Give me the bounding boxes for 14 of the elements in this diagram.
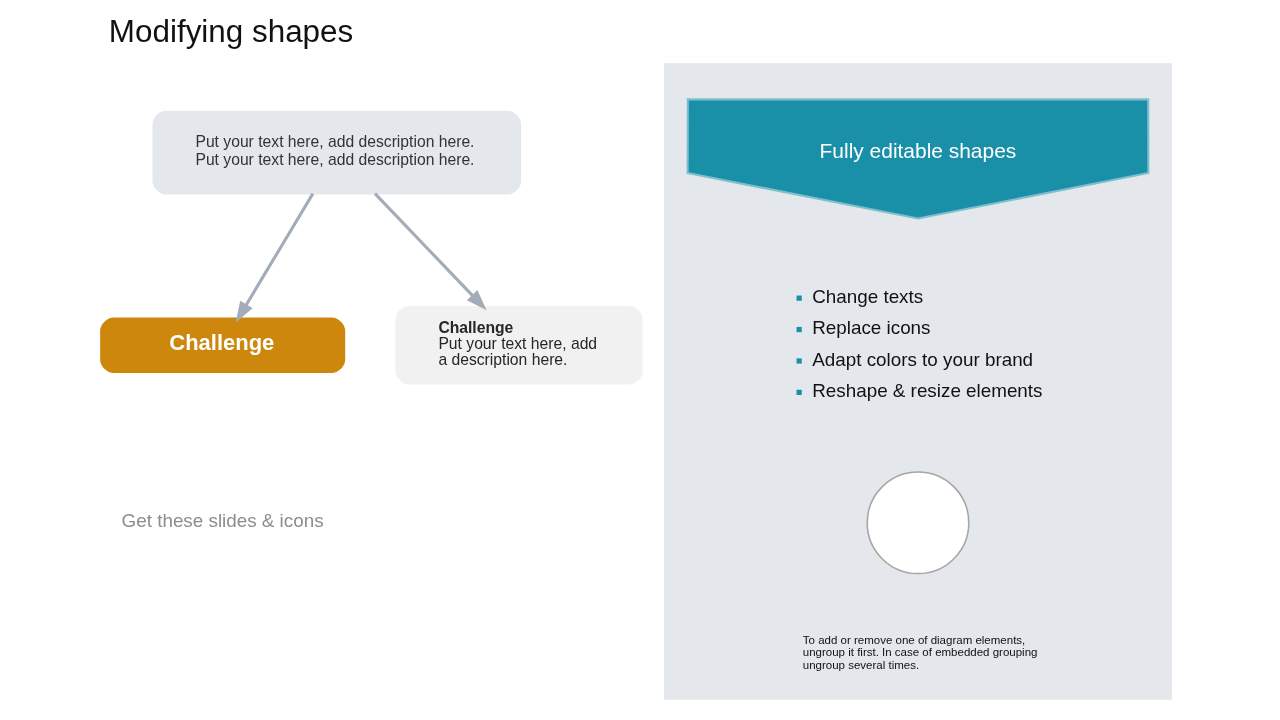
label: Replace icons xyxy=(811,317,931,339)
label: Change texts xyxy=(811,285,923,307)
node-box: Challenge xyxy=(99,317,345,373)
node-box: Put your text here, add description here. Put your text here, add description here. xyxy=(152,110,521,195)
label: To add or remove one of diagram elements, ungroup it first. In case of embedded grouping ungroup several times. xyxy=(802,633,1037,671)
node-circle xyxy=(865,471,970,575)
label: Get these slides & icons xyxy=(121,510,324,532)
arrow xyxy=(373,192,487,311)
diagram-title: Modifying shapes xyxy=(108,13,353,49)
label: Reshape & resize elements xyxy=(811,380,1042,401)
cluster xyxy=(663,63,1172,700)
arrow xyxy=(235,192,314,323)
node-box: Challenge Put your text here, add a description here. xyxy=(394,306,643,385)
label: Adapt colors to your brand xyxy=(811,348,1033,370)
